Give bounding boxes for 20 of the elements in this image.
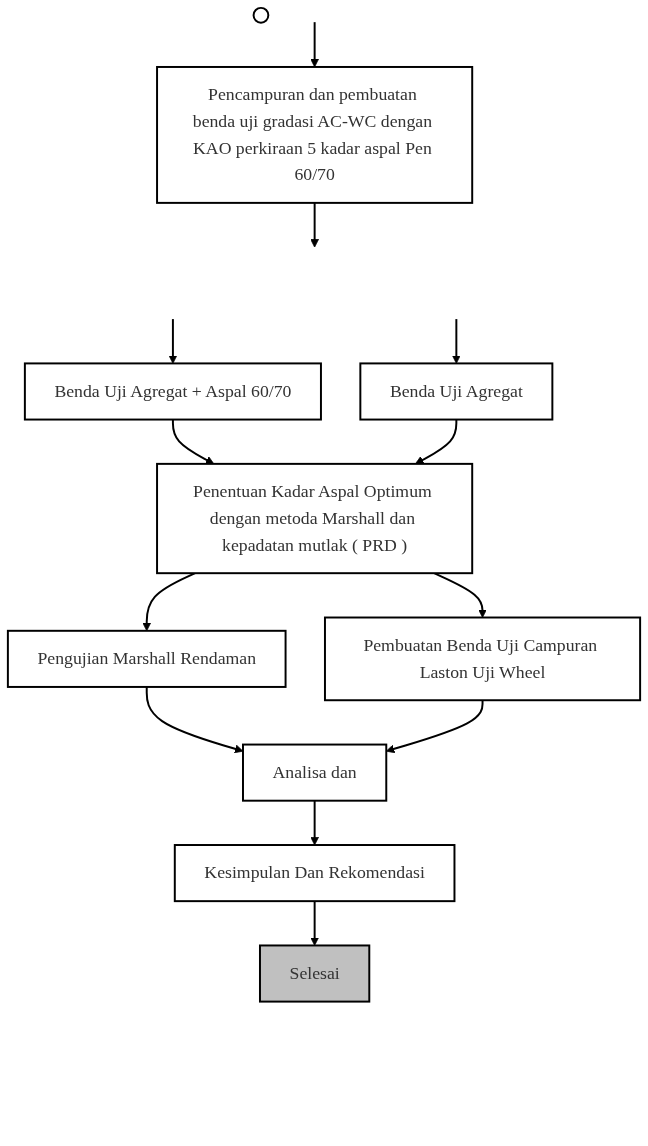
arrow — [415, 418, 458, 465]
arrow — [433, 572, 487, 618]
process-box: Benda Uji Agregat + Aspal 60/70 — [23, 362, 322, 421]
arrow — [168, 318, 178, 364]
process-box: Penentuan Kadar Aspal Optimum dengan metoda Marshall dan kepadatan mutlak ( PRD ) — [156, 462, 474, 575]
process-box: Analisa dan — [242, 743, 388, 802]
arrow — [452, 318, 461, 364]
process-box: Pengujian Marshall Rendaman — [6, 629, 287, 688]
arrow — [310, 21, 319, 68]
arrow — [171, 418, 215, 465]
connector-circle — [252, 6, 270, 24]
arrow — [142, 572, 197, 632]
arrow — [310, 799, 319, 846]
process-box: Pembuatan Benda Uji Campuran Laston Uji Wheel — [323, 616, 642, 702]
process-box: Selesai — [259, 944, 371, 1003]
process-box: Pencampuran dan pembuatan benda uji gradasi AC-WC dengan KAO perkiraan 5 kadar aspal Pen 60/70 — [156, 66, 474, 204]
process-box: Kesimpulan Dan Rekomendasi — [173, 844, 456, 903]
arrow — [310, 201, 319, 248]
arrow — [310, 900, 319, 946]
process-box: Benda Uji Agregat — [359, 362, 554, 421]
